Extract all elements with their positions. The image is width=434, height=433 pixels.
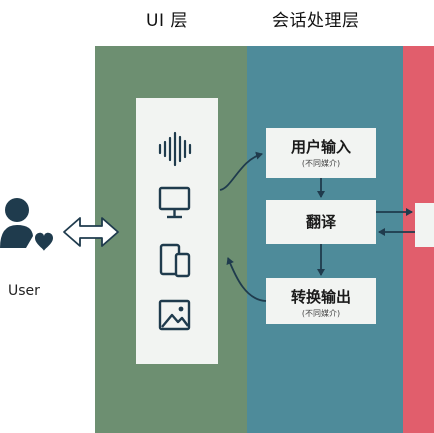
user-input-box: 用户输入 (不同媒介) — [266, 128, 376, 178]
image-icon — [158, 299, 191, 331]
next-layer-box — [415, 203, 434, 247]
audio-waveform-icon — [158, 131, 192, 167]
output-to-ui-arrow — [226, 257, 267, 302]
devices-icon — [159, 243, 191, 278]
ui-to-input-arrow — [219, 151, 263, 191]
user-heart-icon — [0, 198, 53, 251]
output-box: 转换输出 (不同媒介) — [266, 278, 376, 324]
session-layer-title: 会话处理层 — [272, 11, 360, 31]
user-input-title: 用户输入 — [290, 138, 351, 156]
output-title: 转换输出 — [290, 288, 351, 306]
output-subtitle: (不同媒介) — [301, 309, 341, 318]
translate-box: 翻译 — [266, 200, 376, 244]
user-label: User — [8, 283, 40, 299]
monitor-icon — [158, 186, 191, 219]
ui-layer-title: UI 层 — [146, 11, 188, 31]
bidirectional-arrow-icon — [63, 217, 119, 247]
user-input-subtitle: (不同媒介) — [301, 159, 341, 168]
translate-title: 翻译 — [305, 213, 336, 231]
